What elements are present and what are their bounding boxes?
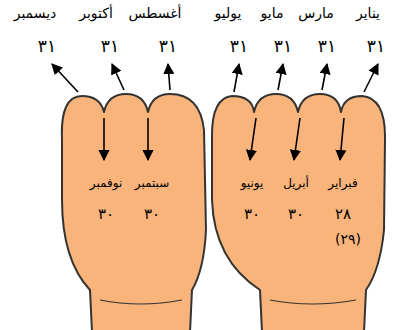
down-arrow bbox=[250, 118, 256, 160]
month-label: ديسمبر bbox=[14, 6, 57, 21]
month-label: أبريل bbox=[283, 177, 309, 190]
day-count: ٣٠ bbox=[288, 206, 304, 223]
month-label: سبتمبر bbox=[135, 177, 169, 190]
down-arrow bbox=[147, 118, 149, 160]
day-count: ٣١ bbox=[159, 37, 177, 56]
up-arrow bbox=[168, 64, 170, 90]
up-arrow bbox=[52, 64, 78, 92]
month-label: نوفمبر bbox=[90, 177, 122, 190]
up-arrow bbox=[278, 64, 283, 90]
left-fist bbox=[62, 94, 206, 330]
down-arrow bbox=[294, 118, 300, 160]
up-arrow bbox=[112, 64, 124, 90]
day-count: ٣٠ bbox=[244, 206, 260, 223]
month-label: فبراير bbox=[328, 177, 357, 190]
down-arrow bbox=[340, 118, 344, 160]
month-label: أغسطس bbox=[128, 6, 181, 21]
day-count: ٣٠ bbox=[144, 206, 160, 223]
up-arrow bbox=[234, 64, 239, 92]
day-count: ٣٠ bbox=[98, 206, 114, 223]
day-count: ٣١ bbox=[230, 37, 248, 56]
day-count: ٣١ bbox=[274, 37, 292, 56]
month-label: مارس bbox=[298, 6, 334, 21]
down-arrow bbox=[103, 118, 105, 160]
day-count: ٣١ bbox=[318, 37, 336, 56]
day-count: ٣١ bbox=[38, 37, 56, 56]
day-count: ٣١ bbox=[101, 37, 119, 56]
up-arrow bbox=[322, 64, 327, 90]
day-count: ٣١ bbox=[367, 37, 385, 56]
month-label: مايو bbox=[261, 6, 284, 21]
up-arrow bbox=[364, 64, 378, 92]
day-count: ٢٨ bbox=[335, 206, 351, 223]
wrist-crease bbox=[100, 300, 182, 304]
month-label: يونيو bbox=[241, 177, 264, 190]
month-label: أكتوبر bbox=[79, 6, 113, 21]
wrist-crease bbox=[270, 300, 356, 304]
day-count: (٢٩) bbox=[335, 232, 361, 247]
month-label: يوليو bbox=[215, 6, 242, 21]
right-fist bbox=[212, 94, 385, 330]
month-label: يناير bbox=[356, 6, 380, 21]
